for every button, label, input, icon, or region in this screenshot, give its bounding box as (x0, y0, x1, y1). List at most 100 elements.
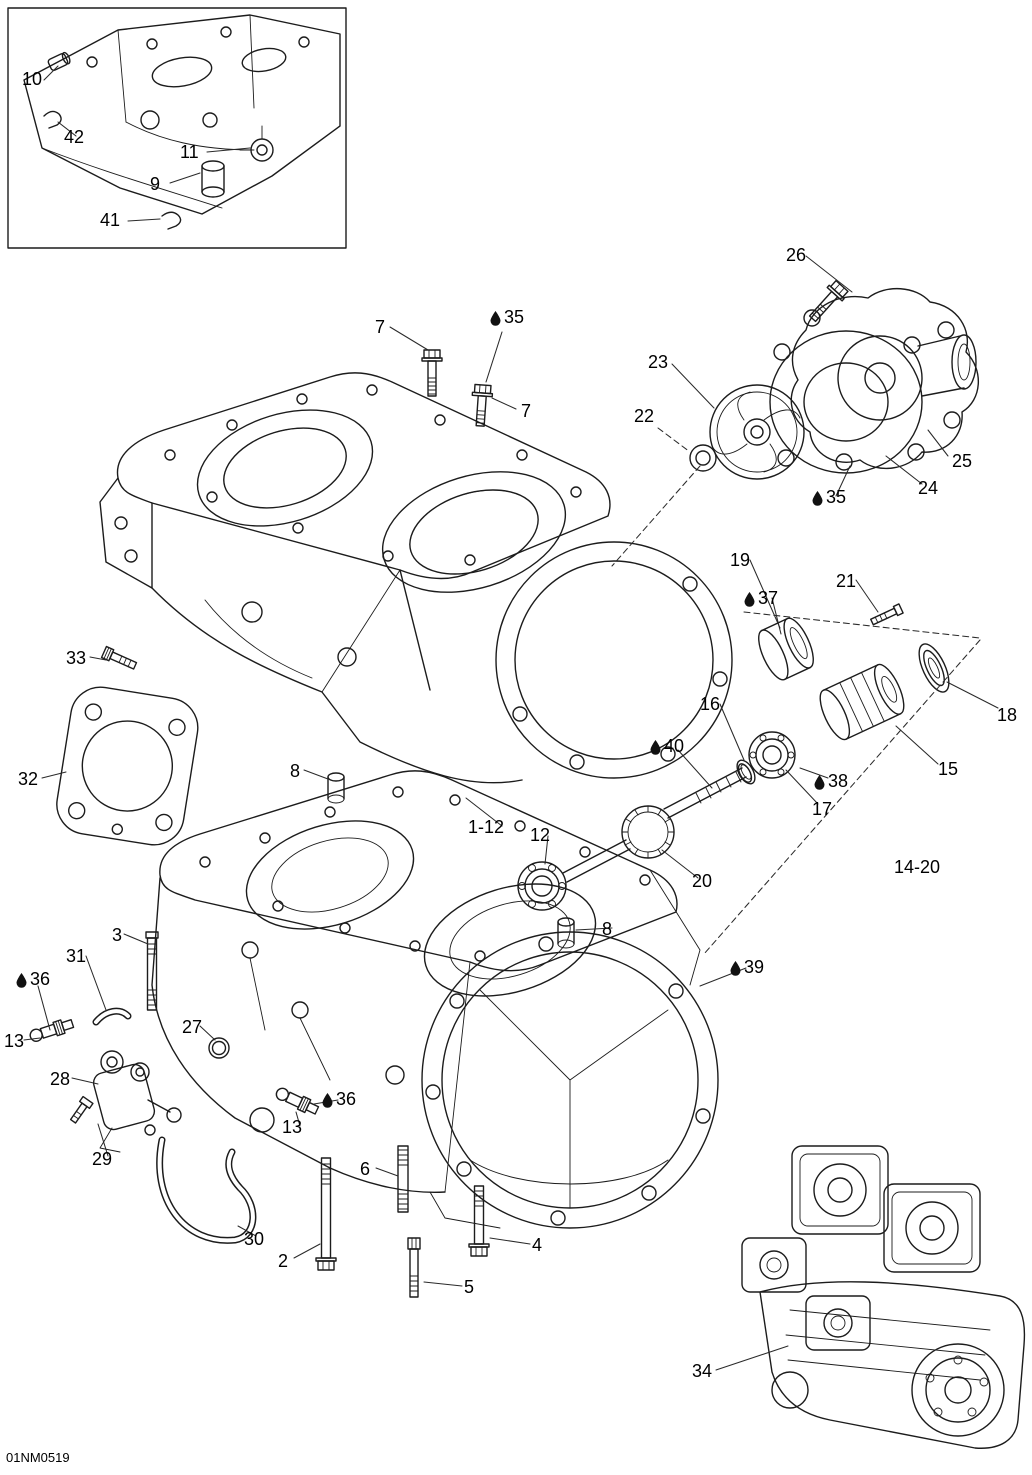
callout-4: 4 (532, 1236, 542, 1254)
assembled-engine-34 (741, 1145, 1026, 1449)
callout-33: 33 (66, 649, 86, 667)
callout-label: 11 (180, 142, 199, 162)
callout-39: 39 (730, 958, 764, 976)
banjo-fitting-13b (275, 1087, 320, 1115)
callout-label: 4 (532, 1235, 543, 1255)
callout-24: 24 (918, 479, 938, 497)
callout-28: 28 (50, 1070, 70, 1088)
callout-label: 13 (282, 1117, 303, 1137)
callout-label: 42 (64, 127, 85, 147)
droplet-icon (812, 490, 823, 506)
callout-label: 21 (836, 571, 857, 591)
callout-35a: 35 (490, 308, 524, 326)
callout-label: 15 (938, 759, 959, 779)
inset-detail-view (7, 7, 347, 249)
callout-label: 14-20 (894, 857, 941, 877)
drawing-code: 01NM0519 (6, 1450, 70, 1465)
callout-11: 11 (180, 143, 199, 161)
cover-gasket-32 (56, 686, 199, 846)
callout-25: 25 (952, 452, 972, 470)
callout-7b: 7 (521, 402, 531, 420)
oil-pump-assembly (29, 1007, 320, 1244)
callout-15: 15 (938, 760, 958, 778)
callout-41: 41 (100, 211, 120, 229)
callout-38: 38 (814, 772, 848, 790)
fitting-part-11 (239, 125, 274, 162)
pump-seal-22 (689, 444, 717, 472)
callout-label: 16 (700, 694, 721, 714)
bolt-7b (471, 383, 494, 427)
callout-label: 1-12 (468, 817, 505, 837)
upper-crankcase-half (99, 372, 733, 784)
callout-label: 12 (530, 825, 551, 845)
callout-label: 24 (918, 478, 939, 498)
roller-part-9 (201, 160, 225, 198)
callout-label: 2 (278, 1251, 289, 1271)
callout-label: 19 (730, 550, 751, 570)
callout-1-12: 1-12 (468, 818, 504, 836)
callout-label: 25 (952, 451, 973, 471)
washer-16 (736, 759, 756, 785)
bolt-4 (468, 1185, 490, 1257)
callout-37: 37 (744, 589, 778, 607)
callout-21: 21 (836, 572, 856, 590)
o-ring-27 (208, 1037, 230, 1059)
callout-label: 34 (692, 1361, 713, 1381)
callout-label: 6 (360, 1159, 371, 1179)
callout-label: 7 (521, 401, 532, 421)
dowel-pin-8a (327, 772, 345, 804)
oil-hose-30 (156, 1136, 257, 1244)
callout-19: 19 (730, 551, 750, 569)
callout-label: 8 (602, 919, 613, 939)
droplet-icon (16, 972, 27, 988)
callout-8b: 8 (602, 920, 612, 938)
callout-label: 20 (692, 871, 713, 891)
callout-label: 39 (744, 957, 765, 977)
callout-9: 9 (150, 175, 160, 193)
stud-6 (397, 1145, 409, 1213)
callout-14-20: 14-20 (894, 858, 940, 876)
callout-label: 29 (92, 1149, 113, 1169)
callout-22: 22 (634, 407, 654, 425)
callout-36a: 36 (16, 970, 50, 988)
callout-12: 12 (530, 826, 550, 844)
callout-label: 8 (290, 761, 301, 781)
callout-6: 6 (360, 1160, 370, 1178)
callout-42: 42 (64, 128, 84, 146)
droplet-icon (322, 1092, 333, 1108)
pump-impeller-23 (709, 384, 805, 480)
callout-27: 27 (182, 1018, 202, 1036)
callout-label: 18 (997, 705, 1018, 725)
bolt-5 (407, 1237, 421, 1298)
bolt-2 (315, 1157, 337, 1271)
callout-label: 3 (112, 925, 123, 945)
callout-label: 28 (50, 1069, 71, 1089)
droplet-icon (730, 960, 741, 976)
callout-label: 26 (786, 245, 807, 265)
shaft-sleeve-15 (819, 663, 905, 741)
callout-label: 10 (22, 69, 43, 89)
pump-gasket-24 (769, 330, 925, 474)
callout-label: 9 (150, 174, 161, 194)
bearing-17 (748, 731, 796, 779)
callout-label: 36 (30, 969, 51, 989)
callout-23: 23 (648, 353, 668, 371)
callout-label: 33 (66, 648, 87, 668)
droplet-icon (490, 310, 501, 326)
construction-lines (611, 427, 981, 955)
stud-21 (870, 603, 904, 626)
callout-label: 35 (504, 307, 525, 327)
callout-label: 41 (100, 210, 121, 230)
callout-2: 2 (278, 1252, 288, 1270)
callout-16: 16 (700, 695, 720, 713)
callout-label: 31 (66, 946, 87, 966)
callout-label: 7 (375, 317, 386, 337)
seal-ring-18 (918, 643, 950, 693)
callout-label: 40 (664, 736, 685, 756)
callout-label: 27 (182, 1017, 203, 1037)
callout-label: 22 (634, 406, 655, 426)
plug-part-10 (47, 51, 71, 71)
callout-18: 18 (997, 706, 1017, 724)
callout-31: 31 (66, 947, 86, 965)
